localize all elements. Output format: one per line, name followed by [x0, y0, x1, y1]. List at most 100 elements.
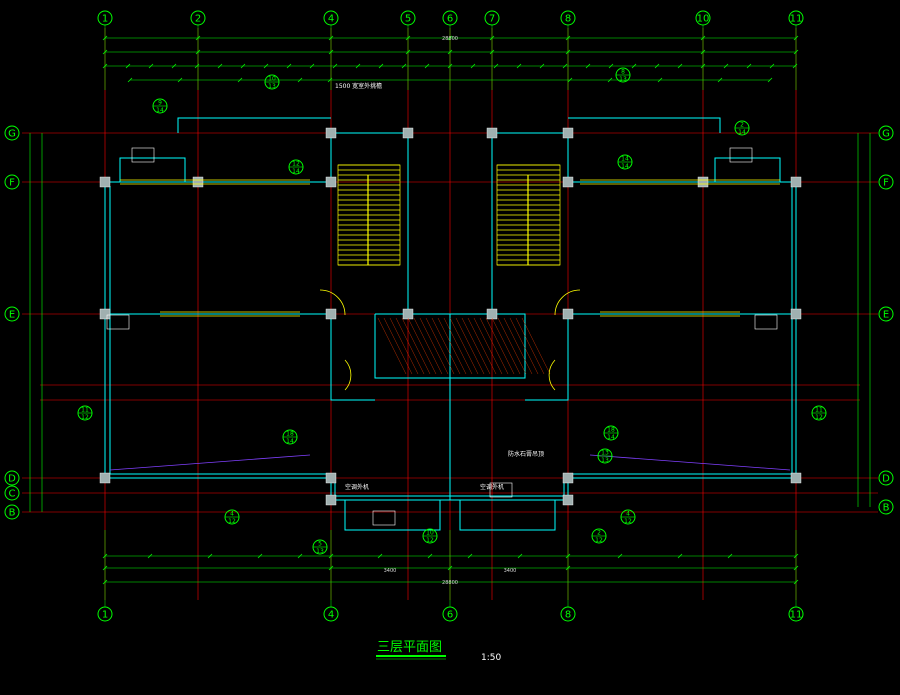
dim-top-detail-tick: [378, 63, 384, 69]
axis-bubble-top-6: 6: [442, 10, 458, 26]
dim-top-fourth-tick: [297, 77, 303, 83]
axis-bubble-right-G-label: G: [882, 129, 890, 140]
detail-callout-top: 14: [621, 156, 629, 163]
axis-bubble-top-2: 2: [190, 10, 206, 26]
axis-bubble-left-B: B: [4, 504, 20, 520]
left-eave: [177, 117, 331, 133]
dim-top-fourth-tick: [767, 77, 773, 83]
detail-callout-bottom: 14: [156, 107, 164, 114]
hatch-line: [455, 317, 485, 375]
ramp-line-right: [589, 454, 791, 471]
detail-callout-top: 4: [626, 511, 630, 518]
left-entry: [344, 500, 441, 531]
detail-callout-top: 2: [740, 122, 744, 129]
dim-top-detail-tick: [608, 63, 614, 69]
axis-bubble-top-8-label: 8: [565, 14, 571, 25]
column-6: [562, 127, 574, 139]
axis-bubble-bottom-4-circle: [323, 606, 339, 622]
hatch-line: [497, 317, 527, 375]
axis-bubble-left-F-label: F: [9, 178, 15, 189]
door-arc-2: [344, 359, 352, 391]
right-eave: [568, 117, 721, 133]
axis-bubble-bottom-6-circle: [442, 606, 458, 622]
column-7: [562, 176, 574, 188]
dim-top-detail-tick: [631, 63, 637, 69]
hatch-line: [515, 317, 545, 375]
dim-top-detail-tick: [746, 63, 752, 69]
detail-callout-7: 214: [734, 120, 750, 136]
axis-bubble-left-E-label: E: [9, 310, 15, 321]
dim-top-detail-tick: [355, 63, 361, 69]
annotation-text-1: 空调外机: [345, 483, 369, 491]
left-core-wall: [330, 132, 409, 314]
axis-bubble-left-F: F: [4, 174, 20, 190]
dim-bottom-detail-tick: [377, 553, 383, 559]
hatch-line: [443, 317, 473, 375]
axis-bubble-top-11-label: 11: [790, 14, 803, 25]
column-0: [99, 176, 111, 188]
detail-callout-bottom: 14: [286, 438, 294, 445]
axis-bubble-left-E-circle: [4, 306, 20, 322]
ac-unit-0: [131, 147, 155, 163]
detail-callout-top: 18: [286, 431, 294, 438]
axis-bubble-top-8: 8: [560, 10, 576, 26]
axis-bubble-left-G-label: G: [8, 129, 16, 140]
detail-callout-top: 11: [815, 407, 823, 414]
central-bath: [374, 313, 526, 379]
dim-bottom-detail-tick: [467, 553, 473, 559]
ac-unit-2: [106, 314, 130, 330]
stairs: [337, 164, 561, 266]
detail-callout-bottom: 14: [607, 434, 615, 441]
bottom-dimension-right: 3400: [504, 568, 517, 574]
axis-bubble-top-1: 1: [97, 10, 113, 26]
hatch-line: [407, 317, 437, 375]
dim-top-detail-tick: [263, 63, 269, 69]
dim-top-detail-tick: [470, 63, 476, 69]
axis-bubble-right-B-label: B: [883, 503, 890, 514]
axis-bubble-left-D-circle: [4, 470, 20, 486]
detail-callout-top: 9: [158, 100, 162, 107]
axis-bubble-right-B: B: [878, 499, 894, 515]
axis-bubble-top-7-label: 7: [489, 14, 495, 25]
dim-bottom-detail-tick: [257, 553, 263, 559]
left-stair-outline: [337, 164, 401, 266]
column-17: [325, 472, 337, 484]
axis-bubble-bottom-8-circle: [560, 606, 576, 622]
dim-top-detail-tick: [286, 63, 292, 69]
dim-top-detail-tick: [401, 63, 407, 69]
axis-bubble-right-F-label: F: [883, 178, 889, 189]
hatch-line: [473, 317, 503, 375]
detail-callout-18: 513: [312, 539, 328, 555]
ramp-line-left: [109, 454, 311, 471]
dim-top-detail-tick: [677, 63, 683, 69]
axis-bubble-bottom-11-label: 11: [790, 610, 803, 621]
column-9: [790, 176, 802, 188]
hatch-line: [467, 317, 497, 375]
detail-callout-top: 8: [621, 69, 625, 76]
detail-callout-top: 13: [601, 450, 609, 457]
axis-bubble-right-F: F: [878, 174, 894, 190]
top-overall-dimension: 28800: [442, 36, 458, 42]
axis-bubble-left-E: E: [4, 306, 20, 322]
hatch-line: [503, 317, 533, 375]
axis-bubble-top-2-circle: [190, 10, 206, 26]
dim-top-detail-tick: [539, 63, 545, 69]
axis-bubble-top-5-label: 5: [405, 14, 411, 25]
column-18: [562, 472, 574, 484]
detail-callout-bottom: 14: [621, 163, 629, 170]
dim-top-detail-tick: [217, 63, 223, 69]
detail-callout-bottom: 13: [316, 548, 324, 555]
axis-bubble-left-G-circle: [4, 125, 20, 141]
axis-bubble-right-E-label: E: [883, 310, 889, 321]
door-arc-3: [548, 359, 556, 391]
ac-unit-5: [372, 510, 396, 526]
hatch-line: [377, 317, 407, 375]
axis-bubble-left-D: D: [4, 470, 20, 486]
dim-top-detail-tick: [654, 63, 660, 69]
hatch-line: [449, 317, 479, 375]
dim-top-detail-tick: [125, 63, 131, 69]
axis-bubble-right-E: E: [878, 306, 894, 322]
axis-bubble-right-D-circle: [878, 470, 894, 486]
